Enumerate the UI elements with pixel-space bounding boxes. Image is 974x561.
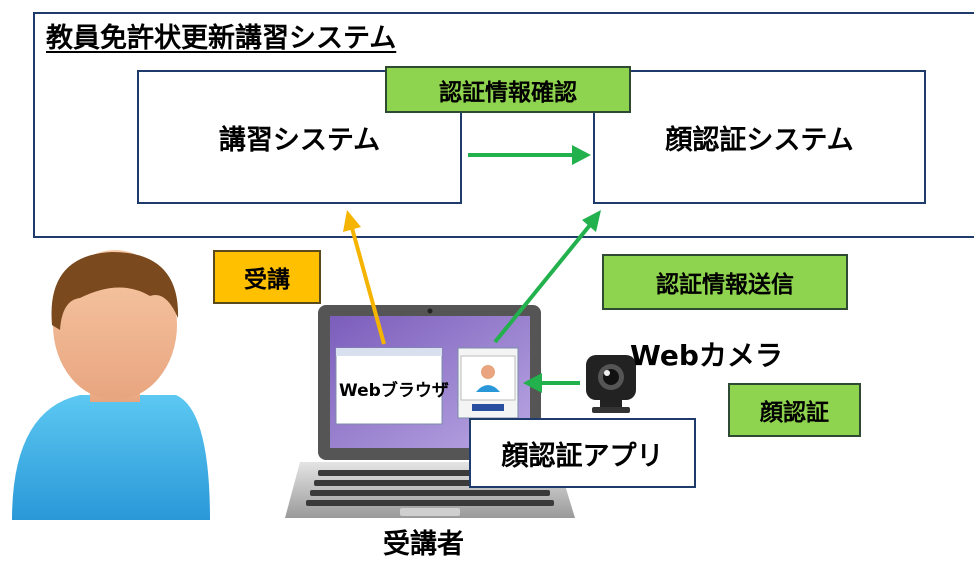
face-system-box: 顔認証システム	[593, 70, 926, 204]
face-app-label: 顔認証アプリ	[501, 440, 664, 472]
webcam-icon	[586, 355, 636, 413]
system-title: 教員免許状更新講習システム	[46, 23, 397, 54]
auth-send-tag: 認証情報送信	[602, 254, 848, 310]
auth-confirm-tag: 認証情報確認	[385, 66, 631, 113]
arrow-camera-to-app	[523, 373, 580, 393]
face-system-label: 顔認証システム	[665, 124, 854, 156]
browser-label: Webブラウザ	[339, 381, 449, 401]
arrow-browser-to-lecture	[343, 210, 386, 345]
face-auth-tag: 顔認証	[728, 383, 861, 437]
lecture-system-label: 講習システム	[218, 124, 381, 156]
user-label: 受講者	[383, 529, 464, 560]
attend-label: 受講	[244, 267, 290, 293]
auth-send-label: 認証情報送信	[656, 272, 794, 298]
face-auth-label: 顔認証	[760, 400, 829, 426]
face-app-box: 顔認証アプリ	[469, 418, 696, 488]
camera-label: Webカメラ	[630, 339, 783, 372]
attend-tag: 受講	[213, 250, 321, 304]
person-icon	[12, 250, 210, 520]
arrow-app-to-face	[493, 210, 601, 344]
auth-confirm-label: 認証情報確認	[439, 79, 577, 106]
arrow-lecture-to-face	[468, 145, 591, 165]
